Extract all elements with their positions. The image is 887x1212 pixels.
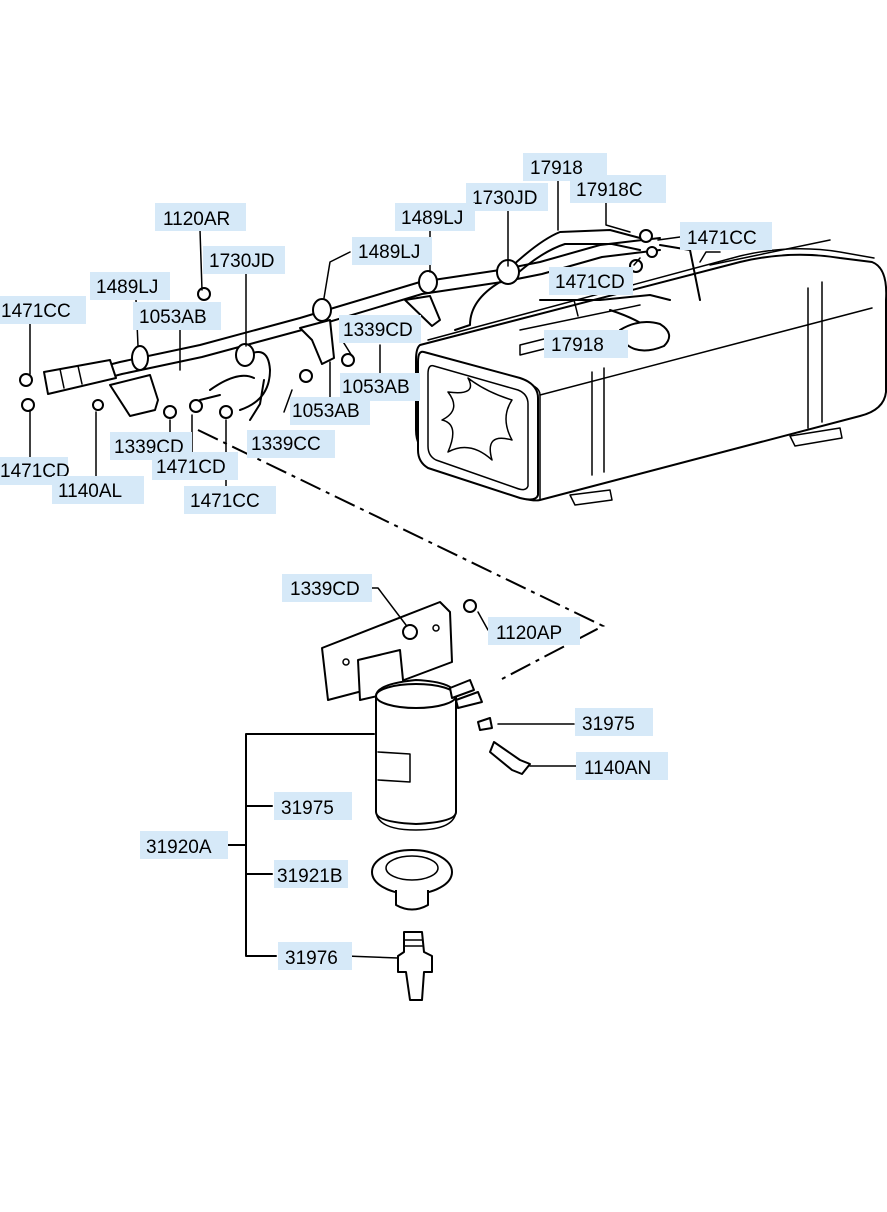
label-1120AP: 1120AP xyxy=(488,617,580,645)
svg-text:31976: 31976 xyxy=(285,948,338,969)
svg-text:1730JD: 1730JD xyxy=(209,251,275,272)
label-1730JD-left: 1730JD xyxy=(203,246,285,274)
label-1339CC: 1339CC xyxy=(247,430,335,458)
svg-text:31975: 31975 xyxy=(582,714,635,735)
label-1730JD-right: 1730JD xyxy=(466,183,548,211)
label-17918-low: 17918 xyxy=(544,330,628,358)
svg-text:1471CD: 1471CD xyxy=(555,272,625,293)
group-bracket xyxy=(227,733,375,957)
label-1120AR: 1120AR xyxy=(155,203,246,231)
svg-text:1140AL: 1140AL xyxy=(58,481,122,502)
vapor-hoses xyxy=(19,229,701,421)
svg-text:17918: 17918 xyxy=(530,158,583,179)
label-1053AB-low: 1053AB xyxy=(290,397,370,425)
svg-text:1339CC: 1339CC xyxy=(251,434,321,455)
label-1140AN: 1140AN xyxy=(576,752,668,780)
svg-text:31921B: 31921B xyxy=(277,866,343,887)
svg-text:1140AN: 1140AN xyxy=(584,758,651,779)
svg-text:31920A: 31920A xyxy=(146,837,212,858)
svg-text:17918: 17918 xyxy=(551,335,604,356)
label-1471CC-right: 1471CC xyxy=(680,222,772,250)
svg-text:1120AP: 1120AP xyxy=(496,623,562,644)
label-31976: 31976 xyxy=(278,942,352,970)
label-1471CC-left: 1471CC xyxy=(0,296,86,324)
fuel-tank xyxy=(415,239,887,506)
label-31921B: 31921B xyxy=(274,860,348,888)
label-1339CD-canister: 1339CD xyxy=(282,574,372,602)
label-1339CD-mid: 1339CD xyxy=(339,315,421,343)
label-1471CC-bottom: 1471CC xyxy=(184,486,276,514)
svg-text:1471CC: 1471CC xyxy=(687,228,757,249)
svg-text:17918C: 17918C xyxy=(576,180,643,201)
reference-line xyxy=(197,429,606,681)
label-1053AB-left: 1053AB xyxy=(133,302,221,330)
svg-text:31975: 31975 xyxy=(281,798,334,819)
label-31975-right: 31975 xyxy=(575,708,653,736)
svg-text:1053AB: 1053AB xyxy=(139,307,207,328)
svg-text:1053AB: 1053AB xyxy=(292,401,360,422)
label-1489LJ-top: 1489LJ xyxy=(395,203,475,231)
svg-text:1471CC: 1471CC xyxy=(1,301,71,322)
label-1489LJ-mid: 1489LJ xyxy=(352,237,432,265)
canister-assembly xyxy=(321,599,531,1001)
svg-text:1471CD: 1471CD xyxy=(156,457,226,478)
svg-text:1120AR: 1120AR xyxy=(163,209,230,230)
label-1471CD-bottom: 1471CD xyxy=(152,452,238,480)
svg-text:1471CC: 1471CC xyxy=(190,491,260,512)
svg-text:1053AB: 1053AB xyxy=(342,377,410,398)
label-1471CD-right: 1471CD xyxy=(549,267,633,295)
label-1489LJ-left: 1489LJ xyxy=(90,272,170,300)
svg-text:1489LJ: 1489LJ xyxy=(401,208,463,229)
label-17918C: 17918C xyxy=(570,175,666,203)
part-labels: 17918 1730JD 17918C 1120AR 1489LJ 1471CC… xyxy=(0,153,772,970)
label-31975-left: 31975 xyxy=(274,792,352,820)
svg-text:1730JD: 1730JD xyxy=(472,188,538,209)
svg-text:1339CD: 1339CD xyxy=(290,579,360,600)
label-31920A: 31920A xyxy=(140,831,228,859)
label-1053AB-mid: 1053AB xyxy=(340,373,420,401)
label-1140AL: 1140AL xyxy=(52,476,144,504)
svg-text:1489LJ: 1489LJ xyxy=(358,242,420,263)
svg-text:1489LJ: 1489LJ xyxy=(96,277,158,298)
svg-text:1339CD: 1339CD xyxy=(343,320,413,341)
